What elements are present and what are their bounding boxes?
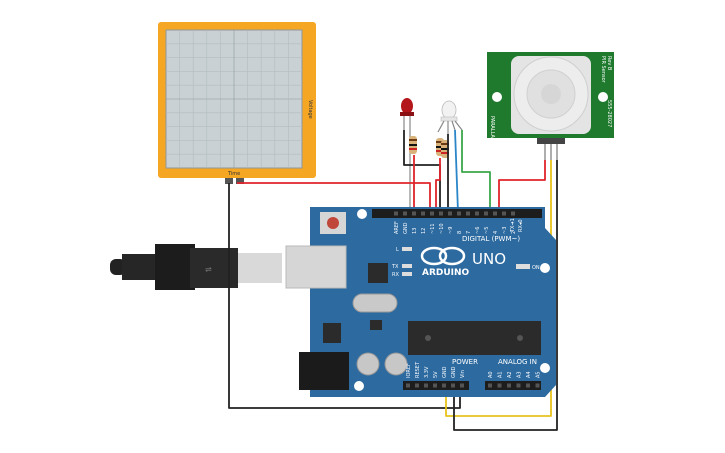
power-pin-hole bbox=[406, 383, 410, 388]
digital-pin-hole bbox=[511, 211, 515, 216]
resistor-1 bbox=[409, 136, 417, 154]
analog-pin-hole bbox=[526, 383, 530, 388]
digital-pin-label: ~6 bbox=[475, 227, 481, 234]
analog-pin-hole bbox=[488, 383, 492, 388]
pir-sensor: PARALLAX PIR Sensor Rev B 555-28027 bbox=[487, 52, 614, 160]
digital-pin-label: AREF bbox=[394, 221, 400, 234]
digital-pin-label: ~3 bbox=[502, 227, 508, 234]
digital-pin-hole bbox=[403, 211, 407, 216]
power-pin-hole bbox=[424, 383, 428, 388]
digital-pin-label: 13 bbox=[412, 228, 418, 234]
usb-cable: ⇌ bbox=[110, 244, 282, 290]
digital-pin-label: GND bbox=[403, 222, 409, 234]
on-label: ON bbox=[532, 265, 540, 271]
arduino-brand: ARDUINO bbox=[422, 268, 470, 278]
digital-pin-label: 4 bbox=[493, 231, 499, 234]
analog-pin-label: A3 bbox=[517, 371, 523, 378]
digital-pin-hole bbox=[493, 211, 497, 216]
pir-brand: PARALLAX bbox=[489, 116, 495, 142]
analog-pin-label: A4 bbox=[526, 371, 532, 378]
analog-pin-label: A1 bbox=[498, 371, 504, 378]
digital-pin-label: ~5 bbox=[484, 227, 490, 234]
arduino-board: ARDUINO UNO DIGITAL (PWM~) POWER ANALOG … bbox=[285, 207, 556, 397]
power-label: POWER bbox=[452, 358, 478, 366]
digital-pin-hole bbox=[484, 211, 488, 216]
digital-header-label: DIGITAL (PWM~) bbox=[462, 235, 520, 243]
power-pin-hole bbox=[415, 383, 419, 388]
rx-pin-label: RX◂0 bbox=[518, 219, 524, 232]
digital-pin-hole bbox=[457, 211, 461, 216]
pir-side-label: PIR Sensor bbox=[600, 56, 606, 84]
digital-pin-label: ~11 bbox=[430, 223, 436, 234]
digital-pin-hole bbox=[421, 211, 425, 216]
power-pin-label: RESET bbox=[415, 361, 421, 378]
power-pin-label: Vin bbox=[460, 370, 466, 378]
analog-label: ANALOG IN bbox=[498, 358, 537, 366]
pir-revision: Rev B bbox=[606, 56, 612, 71]
power-pin-hole bbox=[442, 383, 446, 388]
digital-pin-label: 2 bbox=[511, 231, 517, 234]
led-tx-label: TX bbox=[391, 264, 399, 270]
power-pin-hole bbox=[451, 383, 455, 388]
led-l-label: L bbox=[396, 247, 399, 253]
arduino-model: UNO bbox=[472, 250, 506, 268]
analog-pin-label: A2 bbox=[507, 371, 513, 378]
oscilloscope-grid bbox=[166, 30, 302, 168]
red-led bbox=[400, 98, 414, 210]
digital-pin-hole bbox=[475, 211, 479, 216]
resistor-3 bbox=[441, 140, 449, 158]
digital-pin-hole bbox=[439, 211, 443, 216]
digital-pin-hole bbox=[412, 211, 416, 216]
digital-pin-hole bbox=[430, 211, 434, 216]
tx-pin-label: TX➜1 bbox=[510, 218, 516, 233]
digital-pin-hole bbox=[394, 211, 398, 216]
digital-pin-hole bbox=[502, 211, 506, 216]
led-rx-label: RX bbox=[392, 272, 399, 278]
oscilloscope: Voltage Time bbox=[158, 22, 316, 184]
digital-pin-label: 12 bbox=[421, 228, 427, 234]
digital-pin-label: ~9 bbox=[448, 227, 454, 234]
analog-pin-hole bbox=[497, 383, 502, 388]
analog-pin-hole bbox=[516, 383, 521, 388]
oscilloscope-voltage-label: Voltage bbox=[307, 100, 313, 119]
digital-pin-label: 7 bbox=[466, 231, 472, 234]
analog-pin-hole bbox=[535, 383, 540, 388]
analog-pin-label: A0 bbox=[488, 371, 494, 378]
power-pin-label: 3.3V bbox=[424, 366, 430, 378]
arduino-logo-icon bbox=[420, 246, 466, 266]
power-pin-label: GND bbox=[442, 366, 448, 378]
analog-pin-label: A5 bbox=[536, 371, 542, 378]
oscilloscope-time-label: Time bbox=[227, 171, 240, 177]
power-pin-label: 5V bbox=[433, 371, 439, 378]
digital-pin-hole bbox=[448, 211, 452, 216]
rgb-led bbox=[437, 100, 463, 134]
digital-pin-hole bbox=[466, 211, 470, 216]
digital-pin-label: 8 bbox=[457, 231, 463, 234]
power-pin-hole bbox=[433, 383, 437, 388]
power-pin-hole bbox=[460, 383, 464, 388]
analog-pin-hole bbox=[507, 383, 511, 388]
power-pin-label: IOREF bbox=[406, 363, 412, 378]
power-pin-label: GND bbox=[451, 366, 457, 378]
usb-icon: ⇌ bbox=[205, 265, 212, 274]
digital-pin-label: ~10 bbox=[439, 223, 445, 234]
pir-part-number: 555-28027 bbox=[606, 100, 612, 127]
